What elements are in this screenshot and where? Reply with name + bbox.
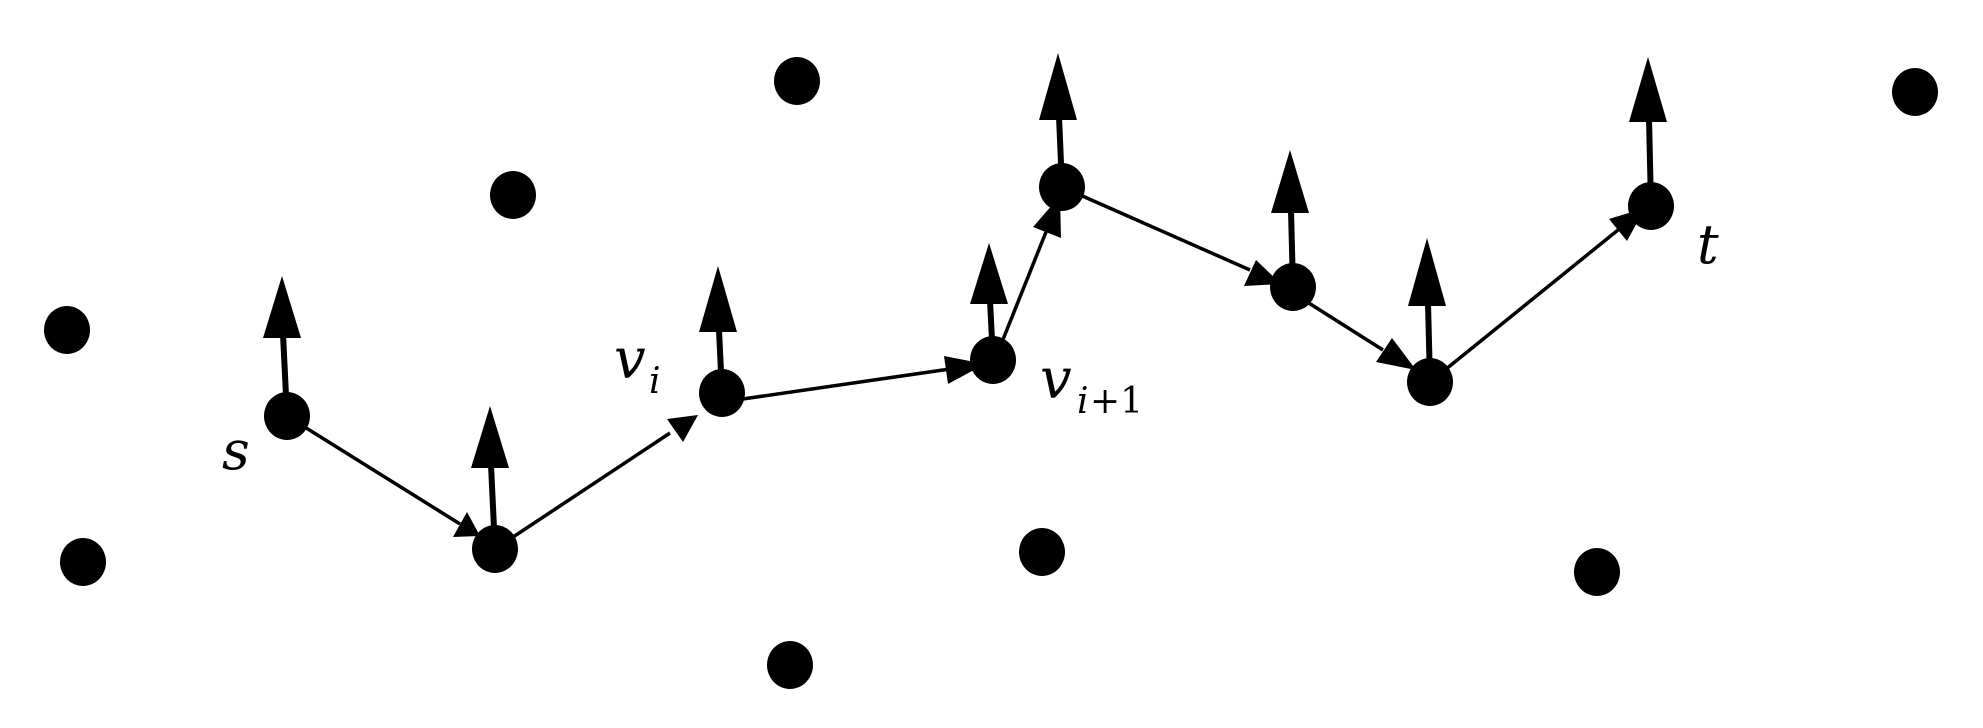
vertex-s	[264, 392, 310, 440]
edge-arrowhead	[453, 512, 480, 537]
label-vi-subscript: i	[649, 361, 661, 402]
scattered-point	[774, 57, 820, 105]
scattered-point	[1019, 528, 1065, 576]
label-vi: v i	[614, 327, 661, 402]
path-vertices	[264, 163, 1674, 573]
label-t: t	[1697, 213, 1719, 276]
scattered-point	[44, 306, 90, 354]
path-vertex	[472, 525, 518, 573]
edge-arrowhead	[1376, 338, 1416, 370]
path-edge	[1000, 231, 1048, 343]
label-s: s	[222, 419, 250, 482]
scattered-point	[1892, 68, 1938, 116]
scattered-points	[44, 57, 1938, 689]
vertex-vi	[699, 369, 745, 417]
vertex-vi-plus-1	[970, 336, 1016, 384]
edge-arrowhead	[667, 415, 698, 442]
path-edge	[1061, 185, 1251, 272]
path-edge	[494, 431, 671, 551]
vertex-vector-heads	[263, 53, 1667, 468]
label-vi-plus-1: v i +1	[1040, 347, 1143, 422]
vector-arrowhead	[263, 276, 301, 338]
path-vertex	[1407, 358, 1453, 406]
vertex-t	[1628, 182, 1674, 230]
vector-arrowhead	[1629, 57, 1667, 122]
vector-arrowhead	[970, 243, 1008, 304]
label-vi-plus-1-sub-i: i	[1077, 381, 1089, 422]
scattered-point	[1574, 548, 1620, 596]
path-edge	[286, 414, 461, 526]
label-vi-base: v	[614, 327, 646, 392]
vector-arrowhead	[1271, 150, 1309, 213]
vector-arrowhead	[1408, 238, 1446, 306]
path-vertex	[1270, 263, 1316, 311]
label-vi-plus-1-sub-rest: +1	[1090, 381, 1143, 422]
path-vertex	[1039, 163, 1085, 211]
label-vi-plus-1-base: v	[1040, 347, 1072, 412]
scattered-point	[490, 171, 536, 219]
vertex-vectors	[280, 115, 1654, 550]
scattered-point	[60, 538, 106, 586]
path-edges	[286, 185, 1620, 551]
vector-arrowhead	[699, 266, 737, 332]
path-edge	[1428, 228, 1620, 384]
vector-arrowhead	[471, 406, 509, 468]
vector-arrowhead	[1039, 53, 1077, 120]
scattered-point	[767, 641, 813, 689]
path-edge	[721, 367, 951, 404]
